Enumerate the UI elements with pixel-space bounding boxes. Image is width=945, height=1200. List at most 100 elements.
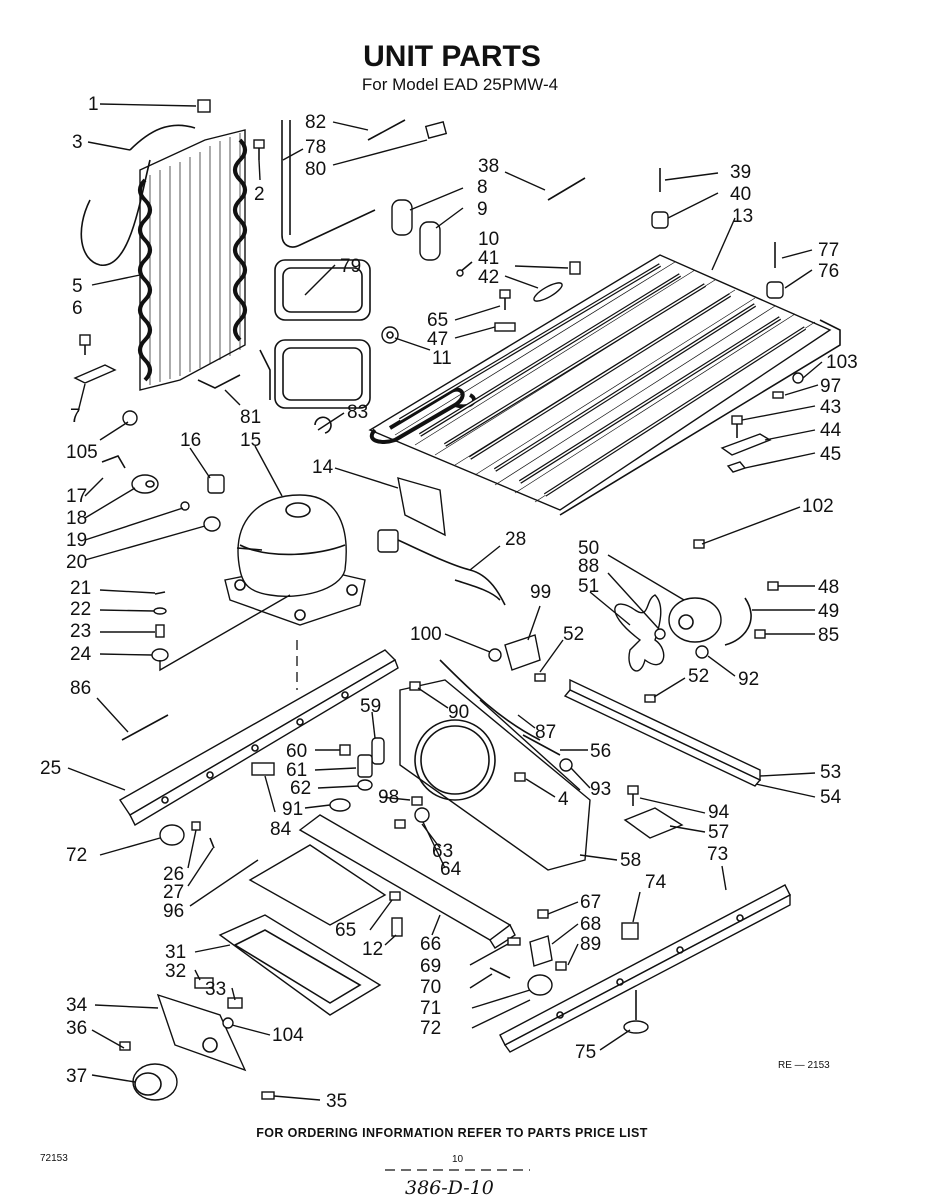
callout-label: 81: [240, 407, 261, 428]
callout-label: 51: [578, 576, 599, 597]
grommet-part-24: [151, 648, 169, 662]
evaporator-coil: [368, 254, 841, 516]
pin-part-27: [209, 837, 215, 849]
clip-part-83: [314, 416, 332, 434]
compressor: [224, 494, 366, 626]
screw-part-1: [197, 99, 211, 113]
callout-label: 88: [578, 556, 599, 577]
callout-label: 70: [420, 977, 441, 998]
callout-label: 16: [180, 430, 201, 451]
handwritten-note: 386-D-10: [405, 1177, 494, 1199]
callout-label: 54: [820, 787, 842, 808]
pad-part-45: [726, 461, 747, 473]
screw-part-43: [731, 415, 743, 438]
callout-label: 66: [420, 934, 441, 955]
callout-label: 90: [448, 702, 469, 723]
callout-label: 68: [580, 914, 601, 935]
callout-label: 82: [305, 112, 326, 133]
clip-part-47: [494, 322, 516, 332]
pad-part-97: [772, 391, 784, 399]
ordering-footer: FOR ORDERING INFORMATION REFER TO PARTS …: [256, 1126, 648, 1140]
callout-label: 33: [205, 979, 226, 1000]
clip-part-81: [197, 374, 241, 389]
grommet-part-18: [131, 474, 159, 494]
callout-label: 91: [282, 799, 303, 820]
grommet-part-40: [651, 211, 669, 229]
callout-label: 72: [66, 845, 87, 866]
callout-label: 8: [477, 177, 488, 198]
page-number: 10: [452, 1154, 464, 1165]
clamp-part-9: [419, 221, 441, 261]
callout-label: 20: [66, 552, 87, 573]
reference-code: RE — 2153: [778, 1060, 830, 1071]
callout-label: 65: [427, 310, 448, 331]
callout-label: 48: [818, 577, 839, 598]
bracket-part-84: [251, 762, 275, 776]
callout-label: 80: [305, 159, 326, 180]
callout-label: 71: [420, 998, 441, 1019]
callout-label: 32: [165, 961, 186, 982]
screw-part-6: [79, 334, 91, 355]
callout-label: 87: [535, 722, 556, 743]
screw-part-60: [339, 744, 351, 756]
clip-part-41: [569, 261, 581, 275]
callout-label: 37: [66, 1066, 87, 1087]
callout-label: 13: [732, 206, 753, 227]
callout-label: 24: [70, 644, 92, 665]
callout-label: 75: [575, 1042, 596, 1063]
grommet-part-100: [488, 648, 502, 662]
callout-label: 28: [505, 529, 526, 550]
callout-label: 38: [478, 156, 499, 177]
washer-part-22: [153, 607, 167, 615]
screw-part-2: [253, 139, 265, 160]
callout-label: 52: [563, 624, 584, 645]
callout-label: 61: [286, 760, 307, 781]
grommet-part-88: [654, 628, 666, 640]
callout-label: 53: [820, 762, 841, 783]
motor-part-37: [132, 1063, 178, 1101]
clip-part-91: [329, 798, 351, 812]
washer-part-104: [222, 1017, 234, 1029]
callout-label: 85: [818, 625, 839, 646]
callout-label: 21: [70, 578, 91, 599]
callout-label: 22: [70, 599, 91, 620]
condenser-coil: [80, 124, 247, 391]
leveler-part-75: [623, 990, 649, 1034]
tube-part-86: [121, 714, 169, 741]
callout-label: 31: [165, 942, 186, 963]
washer-part-103: [792, 372, 804, 384]
callout-label: 57: [708, 822, 729, 843]
callout-label: 83: [347, 402, 368, 423]
callout-label: 5: [72, 276, 83, 297]
tube-part-38: [547, 177, 586, 201]
drain-pan-part-31: [218, 914, 382, 1016]
callout-label: 97: [820, 376, 841, 397]
callout-label: 98: [378, 787, 399, 808]
bracket-part-49: [724, 597, 752, 646]
grommet-part-76: [766, 281, 784, 299]
callout-label: 63: [432, 841, 453, 862]
grommet-part-93: [559, 758, 573, 772]
callout-label: 2: [254, 184, 265, 205]
callout-label: 102: [802, 496, 834, 517]
callout-label: 89: [580, 934, 601, 955]
callout-label: 18: [66, 508, 87, 529]
bracket-part-57: [623, 807, 684, 839]
screw-part-65-lower: [389, 891, 401, 901]
shroud-part-58: [399, 679, 591, 871]
pin-part-70: [489, 967, 511, 979]
plate-part-96: [248, 844, 387, 926]
callout-label: 60: [286, 741, 307, 762]
callout-label: 12: [362, 939, 383, 960]
grommet-part-11: [381, 326, 399, 344]
grommet-part-20: [203, 516, 221, 532]
callout-label: 9: [477, 199, 488, 220]
model-subtitle: For Model EAD 25PMW-4: [362, 75, 558, 94]
callout-label: 79: [340, 256, 361, 277]
callout-label: 105: [66, 442, 98, 463]
callout-label: 65: [335, 920, 356, 941]
callout-label: 34: [66, 995, 88, 1016]
callout-label: 99: [530, 582, 551, 603]
bracket-part-68: [529, 935, 553, 967]
